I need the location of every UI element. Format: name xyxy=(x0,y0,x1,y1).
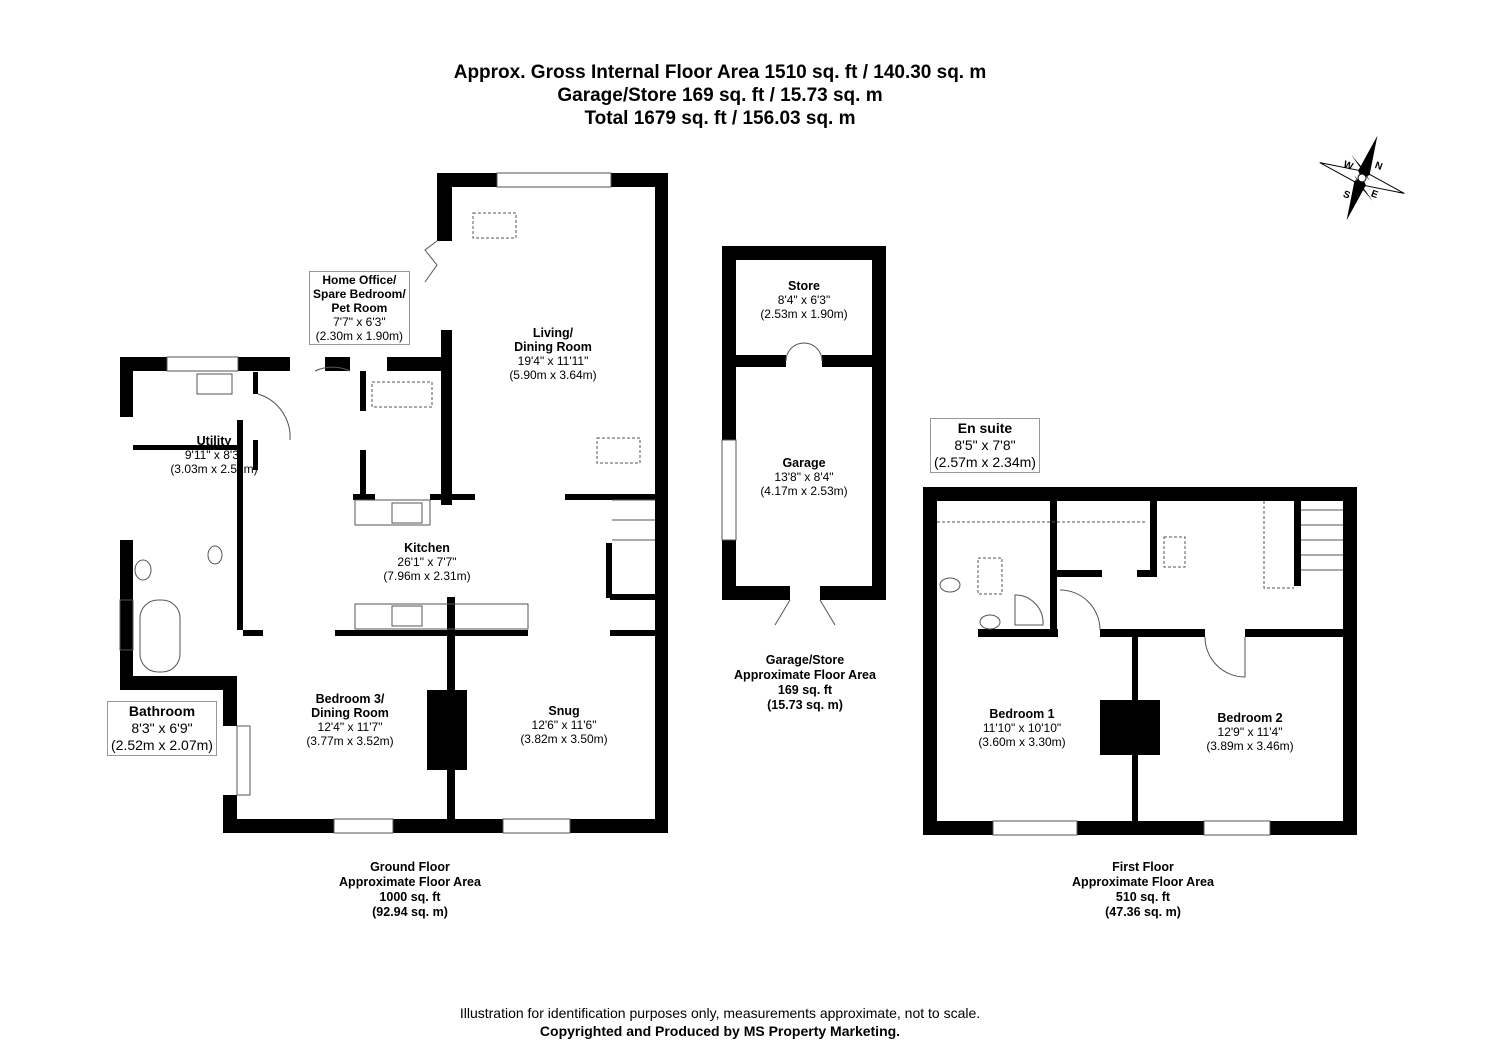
compass-n: N xyxy=(1373,160,1384,173)
room-label-bedroom1: Bedroom 1 11'10" x 10'10"(3.60m x 3.30m) xyxy=(978,707,1066,749)
room-label-bathroom: Bathroom 8'3" x 6'9"(2.52m x 2.07m) xyxy=(107,701,217,756)
footer-disclaimer: Illustration for identification purposes… xyxy=(459,1005,981,1021)
header-gross-area: Approx. Gross Internal Floor Area 1510 s… xyxy=(453,62,987,83)
room-label-bedroom3: Bedroom 3/Dining Room 12'4" x 11'7"(3.77… xyxy=(306,692,394,748)
footer-copyright: Copyrighted and Produced by MS Property … xyxy=(539,1023,901,1039)
header-total-area: Total 1679 sq. ft / 156.03 sq. m xyxy=(584,108,856,129)
room-label-living: Living/Dining Room 19'4" x 11'11"(5.90m … xyxy=(509,326,597,382)
first-floor-walls xyxy=(923,487,1357,835)
room-label-store: Store 8'4" x 6'3"(2.53m x 1.90m) xyxy=(760,279,848,321)
room-label-bedroom2: Bedroom 2 12'9" x 11'4"(3.89m x 3.46m) xyxy=(1206,711,1294,753)
compass-rose-icon: N E S W xyxy=(1319,135,1405,221)
room-label-garage: Garage 13'8" x 8'4"(4.17m x 2.53m) xyxy=(760,456,848,498)
compass-e: E xyxy=(1369,188,1379,201)
room-label-en-suite: En suite 8'5" x 7'8"(2.57m x 2.34m) xyxy=(930,418,1040,473)
header-garage-area: Garage/Store 169 sq. ft / 15.73 sq. m xyxy=(557,85,883,106)
garage-fixtures xyxy=(721,342,836,626)
room-label-snug: Snug 12'6" x 11'6"(3.82m x 3.50m) xyxy=(520,704,608,746)
room-label-home-office: Home Office/ Spare Bedroom/ Pet Room 7'7… xyxy=(309,271,410,345)
garage-walls xyxy=(722,246,886,600)
room-label-kitchen: Kitchen 26'1" x 7'7"(7.96m x 2.31m) xyxy=(383,541,471,583)
room-label-utility: Utility 9'11" x 8'3"(3.03m x 2.52m) xyxy=(170,434,258,476)
ground-floor-walls xyxy=(120,173,668,833)
ground-floor-fixtures xyxy=(119,172,655,834)
compass-w: W xyxy=(1342,159,1355,173)
compass-s: S xyxy=(1341,189,1351,202)
first-floor-fixtures xyxy=(937,501,1343,836)
